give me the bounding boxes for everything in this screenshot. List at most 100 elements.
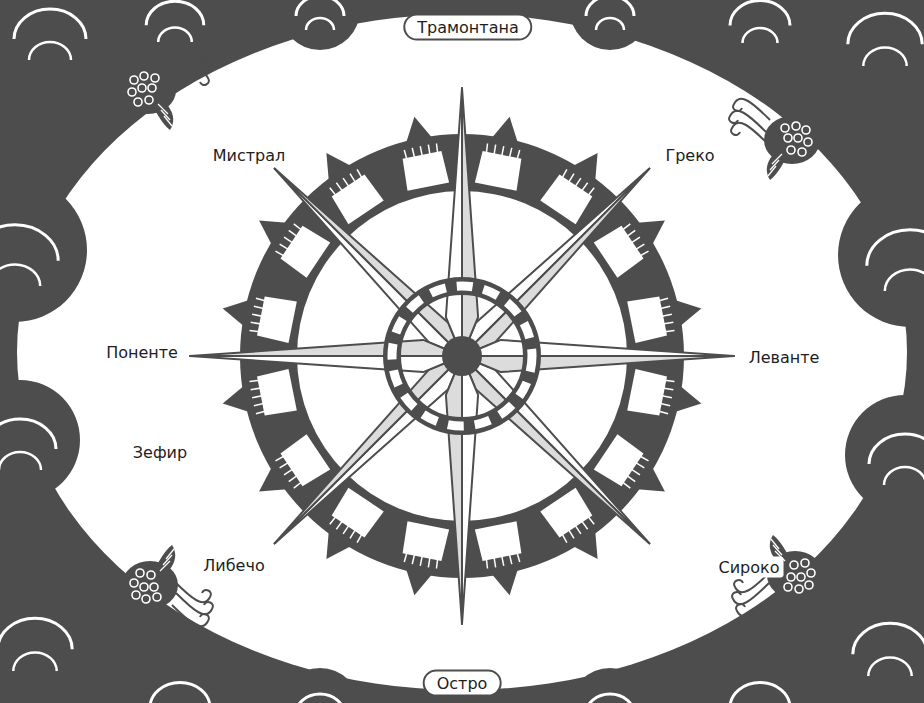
hair-curl — [801, 559, 809, 567]
cloud-curl — [743, 28, 778, 43]
ring-hatch — [412, 551, 415, 565]
ring-hatch — [428, 145, 430, 159]
ring-window — [627, 297, 667, 344]
ring-hatch — [655, 298, 668, 302]
ring-hatch — [343, 522, 351, 534]
ring-hatch — [573, 522, 581, 534]
cloud — [570, 0, 650, 50]
cloud-curl — [0, 264, 40, 286]
ring-hatch — [357, 169, 364, 181]
wind-breath — [731, 123, 768, 144]
cloud — [0, 578, 97, 702]
cloud-curl — [150, 683, 210, 703]
ring-hatch — [294, 480, 305, 489]
hair-curl — [145, 96, 153, 104]
ring-hatch — [330, 513, 339, 524]
cloud — [710, 650, 810, 703]
cloud — [0, 380, 80, 500]
ring-hatch — [254, 403, 268, 406]
ring-hatch — [251, 387, 265, 389]
wing-feather — [768, 166, 776, 176]
wind-head-wing — [154, 545, 175, 577]
cloud-curl — [29, 42, 71, 60]
ring-hatch — [624, 473, 635, 481]
ring-hatch — [658, 395, 672, 398]
cloud-curl — [869, 434, 924, 464]
cloud-curl — [0, 225, 58, 261]
hair-curl — [142, 595, 150, 603]
sky-ground — [17, 14, 907, 690]
ring-window — [403, 521, 450, 561]
ring-hatch — [254, 306, 268, 309]
ring-window — [594, 434, 644, 486]
hair-curl — [136, 569, 144, 577]
star-point — [275, 356, 462, 543]
ring-hatch — [280, 244, 292, 251]
wind-head — [729, 99, 820, 180]
ring-window — [257, 297, 297, 344]
cloud-curl — [586, 0, 634, 16]
hair-curl — [150, 583, 158, 591]
hair-curl — [134, 98, 142, 106]
ring-hatch — [636, 454, 648, 461]
cloud-curl — [596, 18, 624, 30]
ring-hatch — [658, 314, 672, 317]
wind-name: Поненте — [102, 342, 182, 363]
cloud — [130, 650, 230, 703]
cloud — [570, 668, 650, 703]
ring-window — [475, 151, 522, 191]
ring-window — [540, 175, 592, 225]
star-point — [462, 169, 649, 356]
ring-hatch — [567, 174, 574, 186]
wind-head — [120, 49, 211, 130]
ring-hatch — [509, 551, 512, 565]
hair-curl — [805, 581, 813, 589]
cloud — [0, 178, 87, 322]
hair-curl — [797, 573, 805, 581]
cloud-curl — [863, 47, 906, 66]
wing-feather — [166, 549, 174, 559]
wing-feather — [164, 116, 172, 126]
wind-head-wing — [152, 98, 173, 130]
ring-hatch — [486, 555, 488, 569]
star-point — [462, 340, 734, 356]
ring-hatch — [579, 183, 587, 194]
ring-hatch — [632, 244, 644, 251]
cloud-curl — [867, 230, 924, 266]
hair-curl — [784, 583, 792, 591]
star-point — [462, 356, 649, 543]
ring-hatch — [275, 251, 287, 258]
ring-hatch — [436, 555, 438, 569]
cloud-curl — [158, 28, 192, 42]
hair-curl — [804, 138, 812, 146]
cloud-curl — [884, 467, 924, 485]
cloud — [0, 0, 110, 90]
ring-hatch — [586, 513, 595, 524]
hair-curl — [784, 134, 792, 142]
ring-hatch — [284, 237, 296, 245]
cloud — [280, 668, 360, 703]
ring-hatch — [436, 144, 438, 158]
hair-curl — [140, 72, 148, 80]
hair-curl — [130, 76, 138, 84]
ring-hatch — [289, 230, 300, 238]
ring-hatch — [560, 169, 567, 181]
ring-hatch — [330, 188, 339, 199]
hair-curl — [138, 84, 146, 92]
ring-hatch — [420, 146, 423, 160]
cloud — [828, 583, 924, 703]
ring-hatch — [275, 454, 287, 461]
star-point — [275, 169, 462, 356]
ring-window — [403, 151, 450, 191]
ring-hatch — [250, 330, 264, 332]
wind-breath — [736, 595, 773, 616]
ring-hatch — [252, 314, 266, 317]
compass-star — [190, 88, 734, 624]
cloud — [280, 0, 360, 50]
wind-name: Греко — [661, 145, 718, 166]
ring-hatch — [350, 526, 357, 538]
hair-curl — [151, 74, 159, 82]
cloud-curl — [13, 652, 56, 671]
hair-curl — [807, 569, 815, 577]
ring-hatch — [289, 473, 300, 481]
